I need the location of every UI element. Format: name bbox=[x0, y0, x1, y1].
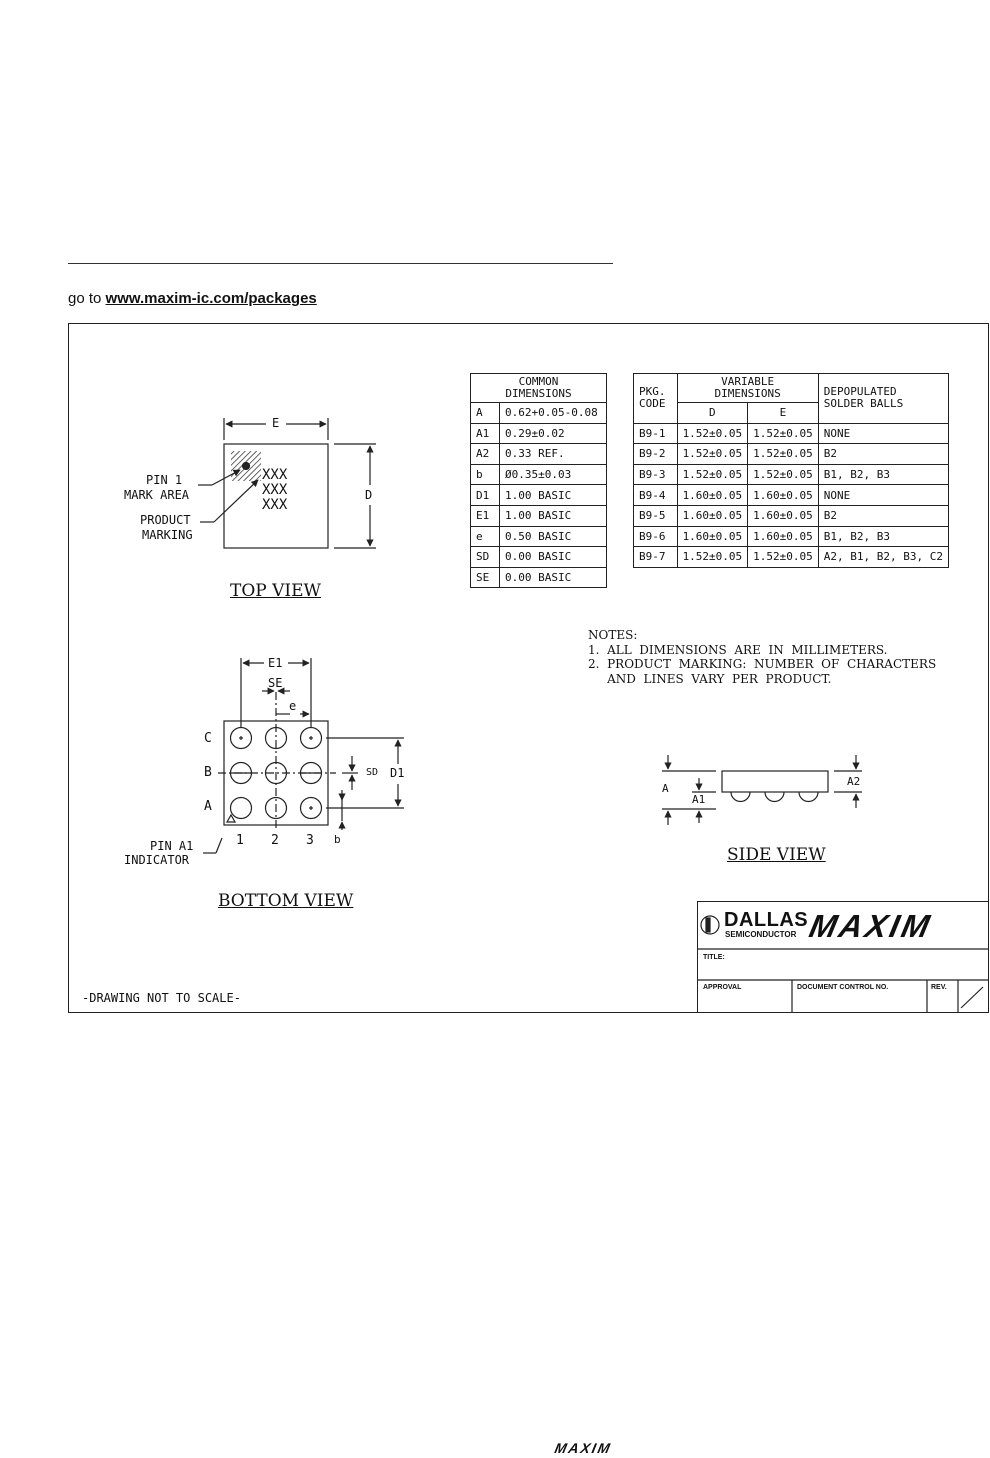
col-label-3: 3 bbox=[306, 833, 314, 848]
dim-e-small: e bbox=[289, 699, 297, 713]
common-value-cell: 1.00 BASIC bbox=[499, 484, 607, 506]
depopulated-cell: B1, B2, B3 bbox=[817, 525, 950, 548]
row-label-b: B bbox=[204, 765, 212, 780]
depopulated-cell: B1, B2, B3 bbox=[817, 463, 950, 486]
note-2: 2. PRODUCT MARKING: NUMBER OF CHARACTERS bbox=[588, 657, 937, 671]
bottom-view-title: BOTTOM VIEW bbox=[218, 891, 354, 911]
goto-line: go to www.maxim-ic.com/packages bbox=[68, 290, 317, 307]
maxim-logo-text: MAXIM bbox=[806, 908, 936, 944]
side-dim-a1: A1 bbox=[692, 793, 706, 806]
marking-line-2: XXX bbox=[262, 482, 288, 498]
footer-maxim-logo: MAXIM bbox=[553, 1440, 614, 1456]
title-block: DALLAS SEMICONDUCTOR MAXIM TITLE: APPROV… bbox=[697, 901, 989, 1013]
depopulated-cell: A2, B1, B2, B3, C2 bbox=[817, 546, 950, 568]
side-dim-a: A bbox=[662, 782, 669, 795]
note-1: 1. ALL DIMENSIONS ARE IN MILLIMETERS. bbox=[588, 642, 888, 657]
depopulated-cell: NONE bbox=[817, 484, 950, 506]
common-value-cell: Ø0.35±0.03 bbox=[499, 463, 607, 486]
drawing-not-to-scale: -DRAWING NOT TO SCALE- bbox=[82, 991, 241, 1005]
marking-line-1: XXX bbox=[262, 467, 288, 483]
dim-sd: SD bbox=[366, 767, 379, 778]
top-dim-d: D bbox=[365, 488, 373, 502]
col-label-1: 1 bbox=[236, 833, 244, 848]
title-label: TITLE: bbox=[703, 954, 725, 961]
goto-prefix: go to bbox=[68, 290, 102, 307]
dim-b: b bbox=[334, 833, 341, 846]
approval-label: APPROVAL bbox=[703, 984, 742, 991]
pin-a1-label: PIN A1 bbox=[150, 839, 194, 853]
dim-d-cell: 1.52±0.05 bbox=[676, 422, 749, 445]
notes-heading: NOTES: bbox=[588, 628, 638, 642]
dim-d1: D1 bbox=[390, 766, 405, 780]
pin1-label-2: MARK AREA bbox=[124, 488, 190, 502]
side-view-title: SIDE VIEW bbox=[727, 845, 826, 865]
dim-d-cell: 1.52±0.05 bbox=[676, 443, 749, 465]
product-marking-label-2: MARKING bbox=[142, 528, 193, 542]
dallas-logo-text: DALLAS bbox=[724, 909, 809, 931]
note-3: AND LINES VARY PER PRODUCT. bbox=[588, 671, 832, 686]
pin1-label: PIN 1 bbox=[146, 473, 183, 487]
common-value-cell: 0.00 BASIC bbox=[499, 546, 607, 568]
common-value-cell: 0.62+0.05-0.08 bbox=[499, 402, 607, 424]
side-dim-a2: A2 bbox=[847, 775, 861, 788]
top-dim-e: E bbox=[272, 416, 280, 430]
col-label-2: 2 bbox=[271, 833, 279, 848]
top-view-title: TOP VIEW bbox=[230, 581, 321, 601]
dim-d-cell: 1.52±0.05 bbox=[676, 546, 749, 568]
pkg-code-cell: B9-6 bbox=[633, 525, 678, 548]
pkg-code-header: PKG.CODE bbox=[633, 373, 678, 424]
product-marking-label: PRODUCT bbox=[140, 513, 191, 527]
row-label-c: C bbox=[204, 731, 212, 746]
doc-control-label: DOCUMENT CONTROL NO. bbox=[797, 984, 889, 991]
dim-e-cell: 1.60±0.05 bbox=[747, 504, 819, 527]
rev-label: REV. bbox=[931, 984, 947, 991]
common-value-cell: 0.00 BASIC bbox=[499, 566, 607, 589]
pin-a1-label-2: INDICATOR bbox=[124, 853, 190, 867]
pkg-code-cell: B9-7 bbox=[633, 546, 678, 568]
common-symbol-cell: E1 bbox=[470, 504, 500, 527]
marking-line-3: XXX bbox=[262, 497, 288, 513]
drawing-frame bbox=[68, 323, 989, 1013]
dim-se: SE bbox=[268, 676, 283, 690]
dim-e1: E1 bbox=[268, 656, 283, 670]
packages-link[interactable]: www.maxim-ic.com/packages bbox=[105, 290, 317, 307]
dim-d-cell: 1.60±0.05 bbox=[676, 525, 749, 548]
dim-e-cell: 1.52±0.05 bbox=[747, 546, 819, 568]
depopulated-cell: B2 bbox=[817, 504, 950, 527]
semiconductor-text: SEMICONDUCTOR bbox=[725, 930, 797, 939]
pkg-code-cell: B9-4 bbox=[633, 484, 678, 506]
header-rule bbox=[68, 263, 613, 264]
dim-e-cell: 1.60±0.05 bbox=[747, 484, 819, 506]
common-value-cell: 0.33 REF. bbox=[499, 443, 607, 465]
row-label-a: A bbox=[204, 799, 212, 814]
notes-block: NOTES:1. ALL DIMENSIONS ARE IN MILLIMETE… bbox=[588, 628, 936, 686]
common-value-cell: 1.00 BASIC bbox=[499, 504, 607, 527]
pkg-code-cell: B9-3 bbox=[633, 463, 678, 486]
dim-e-cell: 1.52±0.05 bbox=[747, 443, 819, 465]
